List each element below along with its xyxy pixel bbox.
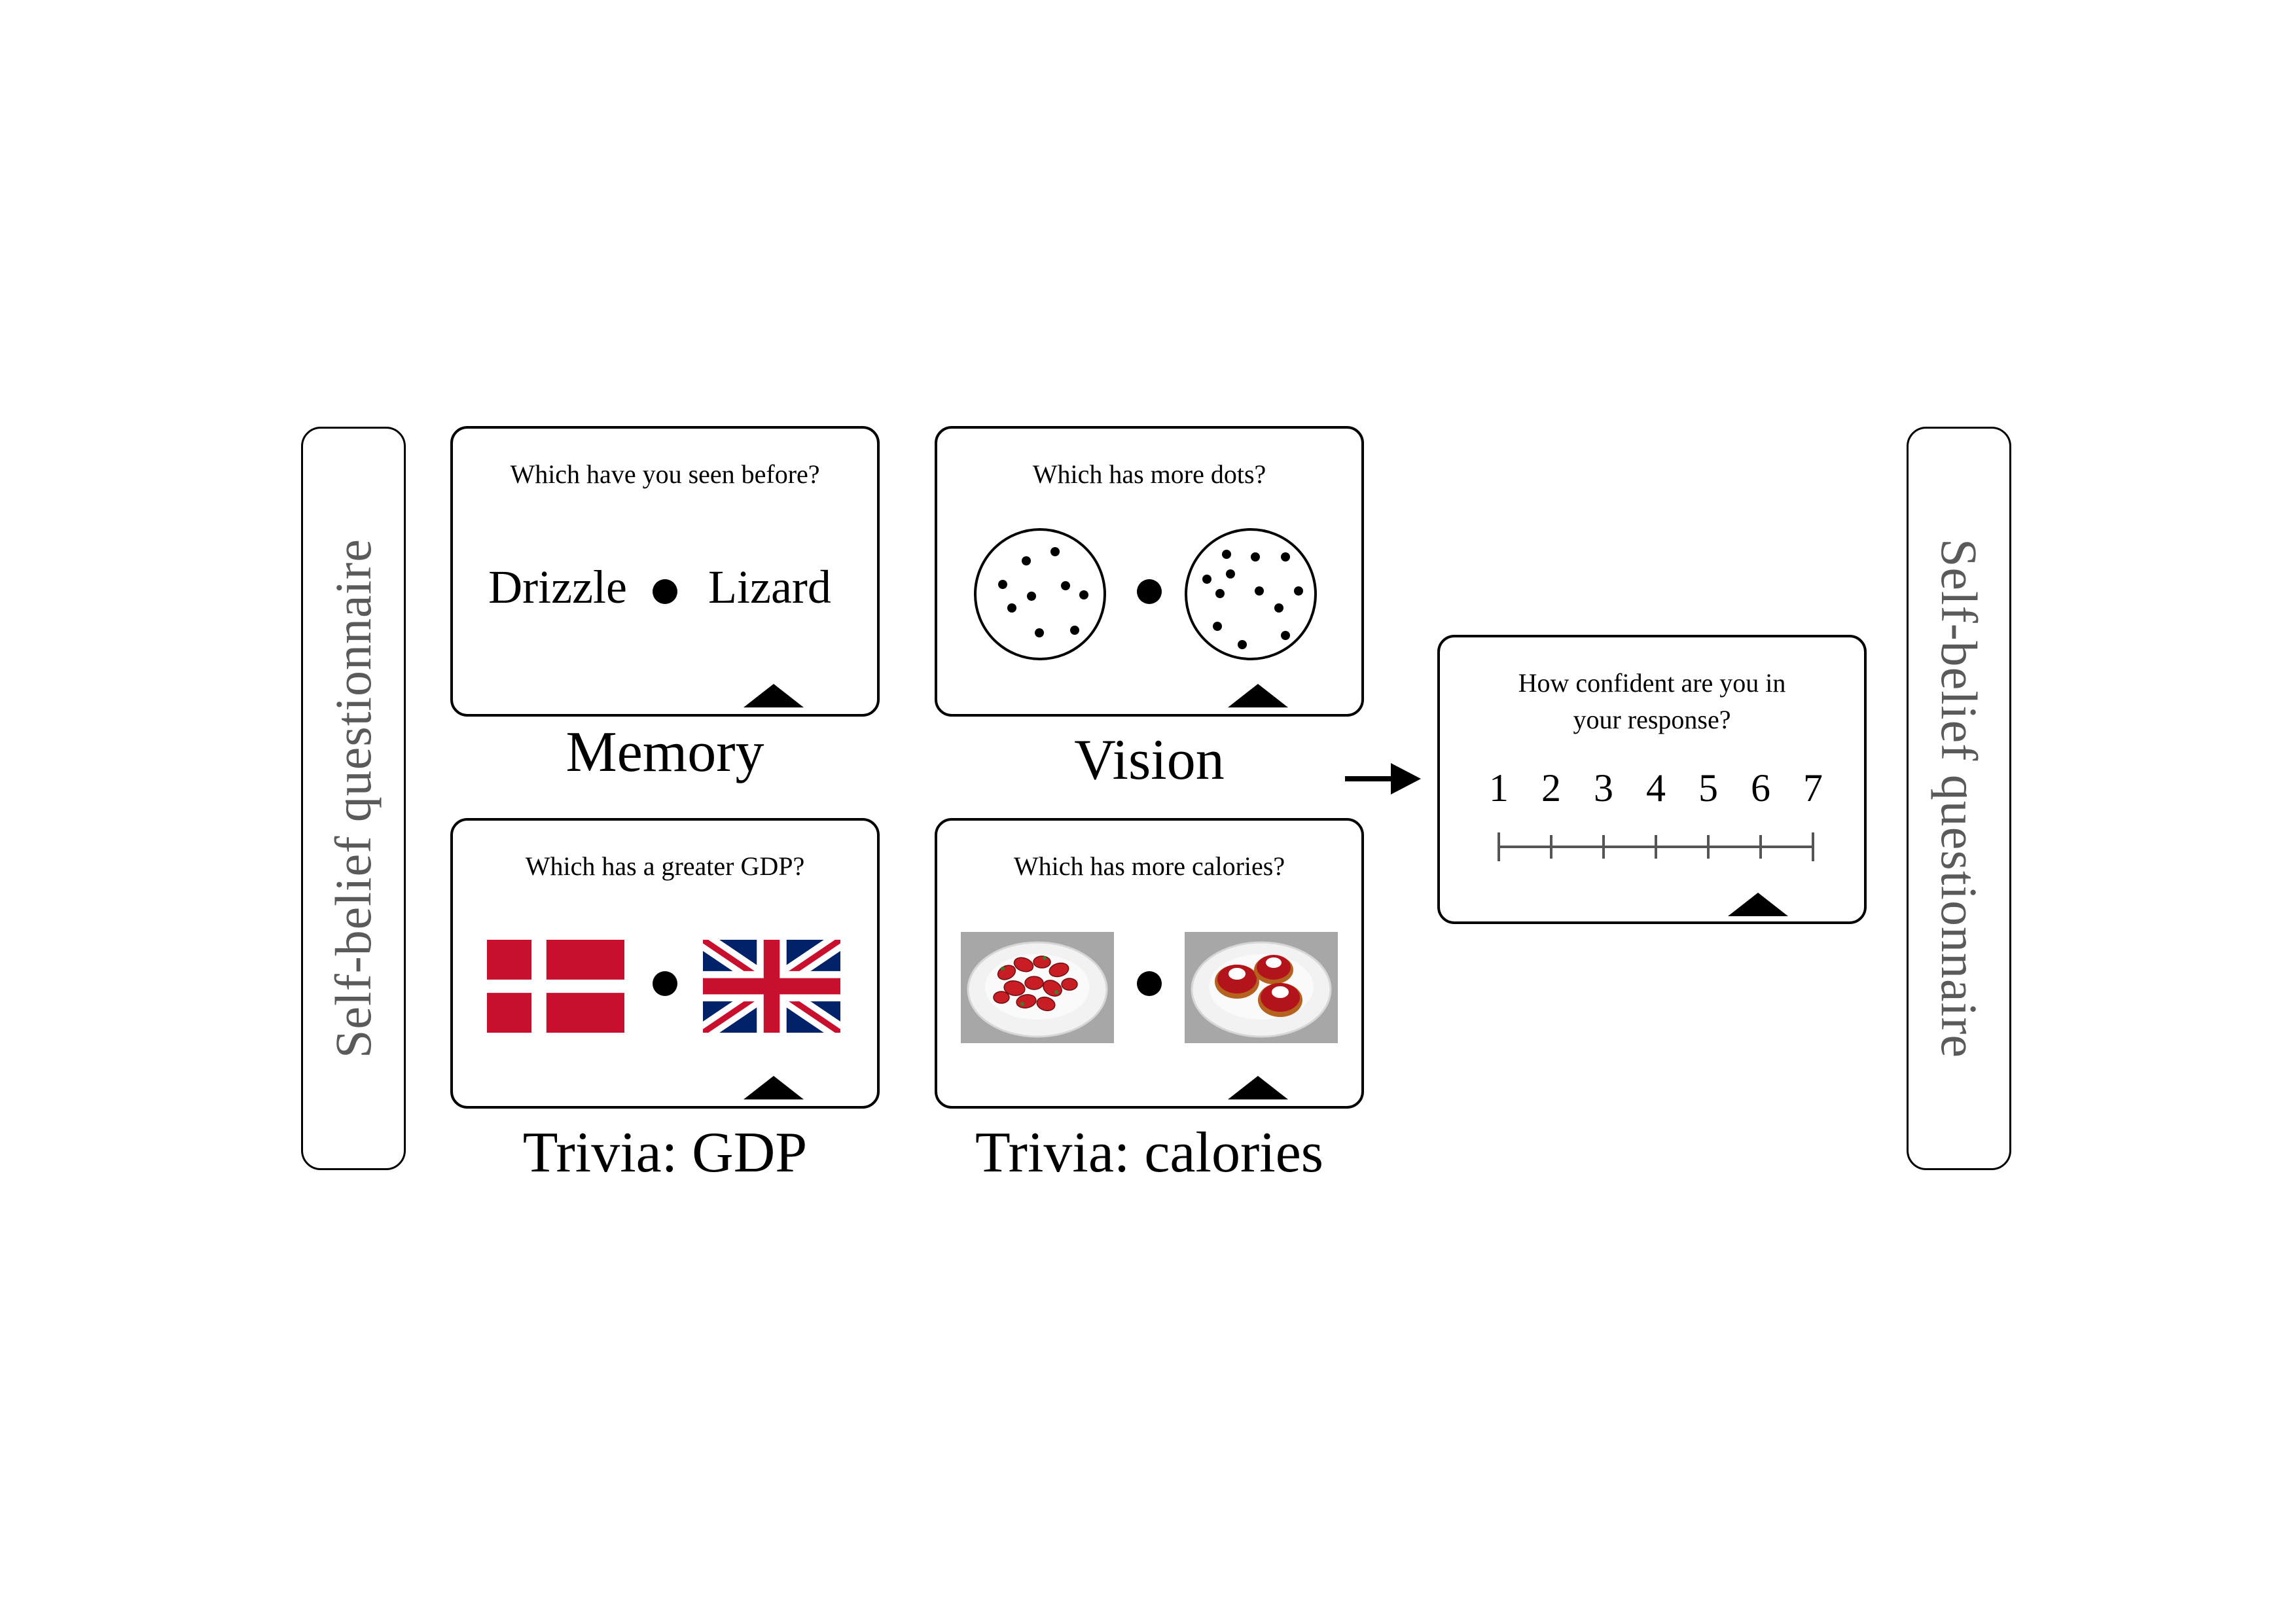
strawberry-tarts-plate-photo[interactable] (1185, 932, 1338, 1043)
left-dot-array[interactable] (974, 528, 1106, 660)
fixation-dot (1137, 579, 1162, 604)
confidence-prompt-line-2: your response? (1573, 705, 1731, 734)
pre-questionnaire-label: Self-belief questionnaire (325, 539, 382, 1058)
scale-label[interactable]: 3 (1594, 766, 1613, 810)
scale-label[interactable]: 1 (1489, 766, 1509, 810)
fixation-dot (1137, 971, 1162, 996)
memory-prompt: Which have you seen before? (510, 459, 820, 489)
gdp-prompt: Which has a greater GDP? (525, 851, 805, 881)
memory-left-word[interactable]: Drizzle (488, 561, 627, 613)
fixation-dot (653, 579, 677, 604)
fixation-dot (653, 971, 677, 996)
scale-label[interactable]: 2 (1541, 766, 1561, 810)
confidence-scale-labels: 1 2 3 4 5 6 7 (1483, 768, 1837, 814)
scale-label[interactable]: 6 (1751, 766, 1770, 810)
scale-label[interactable]: 7 (1803, 766, 1823, 810)
calories-caption: Trivia: calories (975, 1121, 1323, 1185)
strawberries-plate-icon (967, 941, 1108, 1038)
pointer-triangle-icon (1728, 893, 1788, 916)
right-dots-icon (1202, 550, 1303, 649)
pointer-triangle-icon (744, 684, 804, 707)
memory-right-word[interactable]: Lizard (708, 561, 831, 613)
strawberry-tarts-plate-icon (1191, 941, 1332, 1038)
post-questionnaire-label: Self-belief questionnaire (1931, 539, 1988, 1058)
confidence-rating-screen: How confident are you in your response? … (1437, 635, 1867, 924)
gdp-caption: Trivia: GDP (522, 1121, 808, 1185)
left-dots-icon (998, 547, 1088, 637)
gdp-task-screen: Which has a greater GDP? (450, 818, 880, 1109)
post-questionnaire-panel: Self-belief questionnaire (1907, 427, 2011, 1170)
confidence-prompt: How confident are you in your response? (1440, 665, 1864, 738)
right-arrow-icon (1345, 763, 1421, 794)
vision-caption: Vision (1074, 728, 1225, 792)
calories-task-screen: Which has more calories? (935, 818, 1364, 1109)
memory-task-screen: Which have you seen before? Drizzle Liza… (450, 426, 880, 717)
strawberries-plate-photo[interactable] (961, 932, 1114, 1043)
confidence-scale[interactable] (1440, 637, 1864, 921)
pointer-triangle-icon (1228, 684, 1288, 707)
denmark-flag-icon[interactable] (487, 940, 624, 1033)
vision-task-screen: Which has more dots? (935, 426, 1364, 717)
scale-label[interactable]: 5 (1698, 766, 1718, 810)
pointer-triangle-icon (744, 1076, 804, 1099)
vision-prompt: Which has more dots? (1032, 459, 1266, 489)
calories-prompt: Which has more calories? (1013, 851, 1285, 881)
confidence-prompt-line-1: How confident are you in (1518, 668, 1786, 698)
pointer-triangle-icon (1228, 1076, 1288, 1099)
right-dot-array[interactable] (1185, 528, 1317, 660)
memory-caption: Memory (565, 721, 764, 784)
scale-label[interactable]: 4 (1646, 766, 1666, 810)
united-kingdom-flag-icon[interactable] (703, 940, 840, 1033)
pre-questionnaire-panel: Self-belief questionnaire (301, 427, 406, 1170)
